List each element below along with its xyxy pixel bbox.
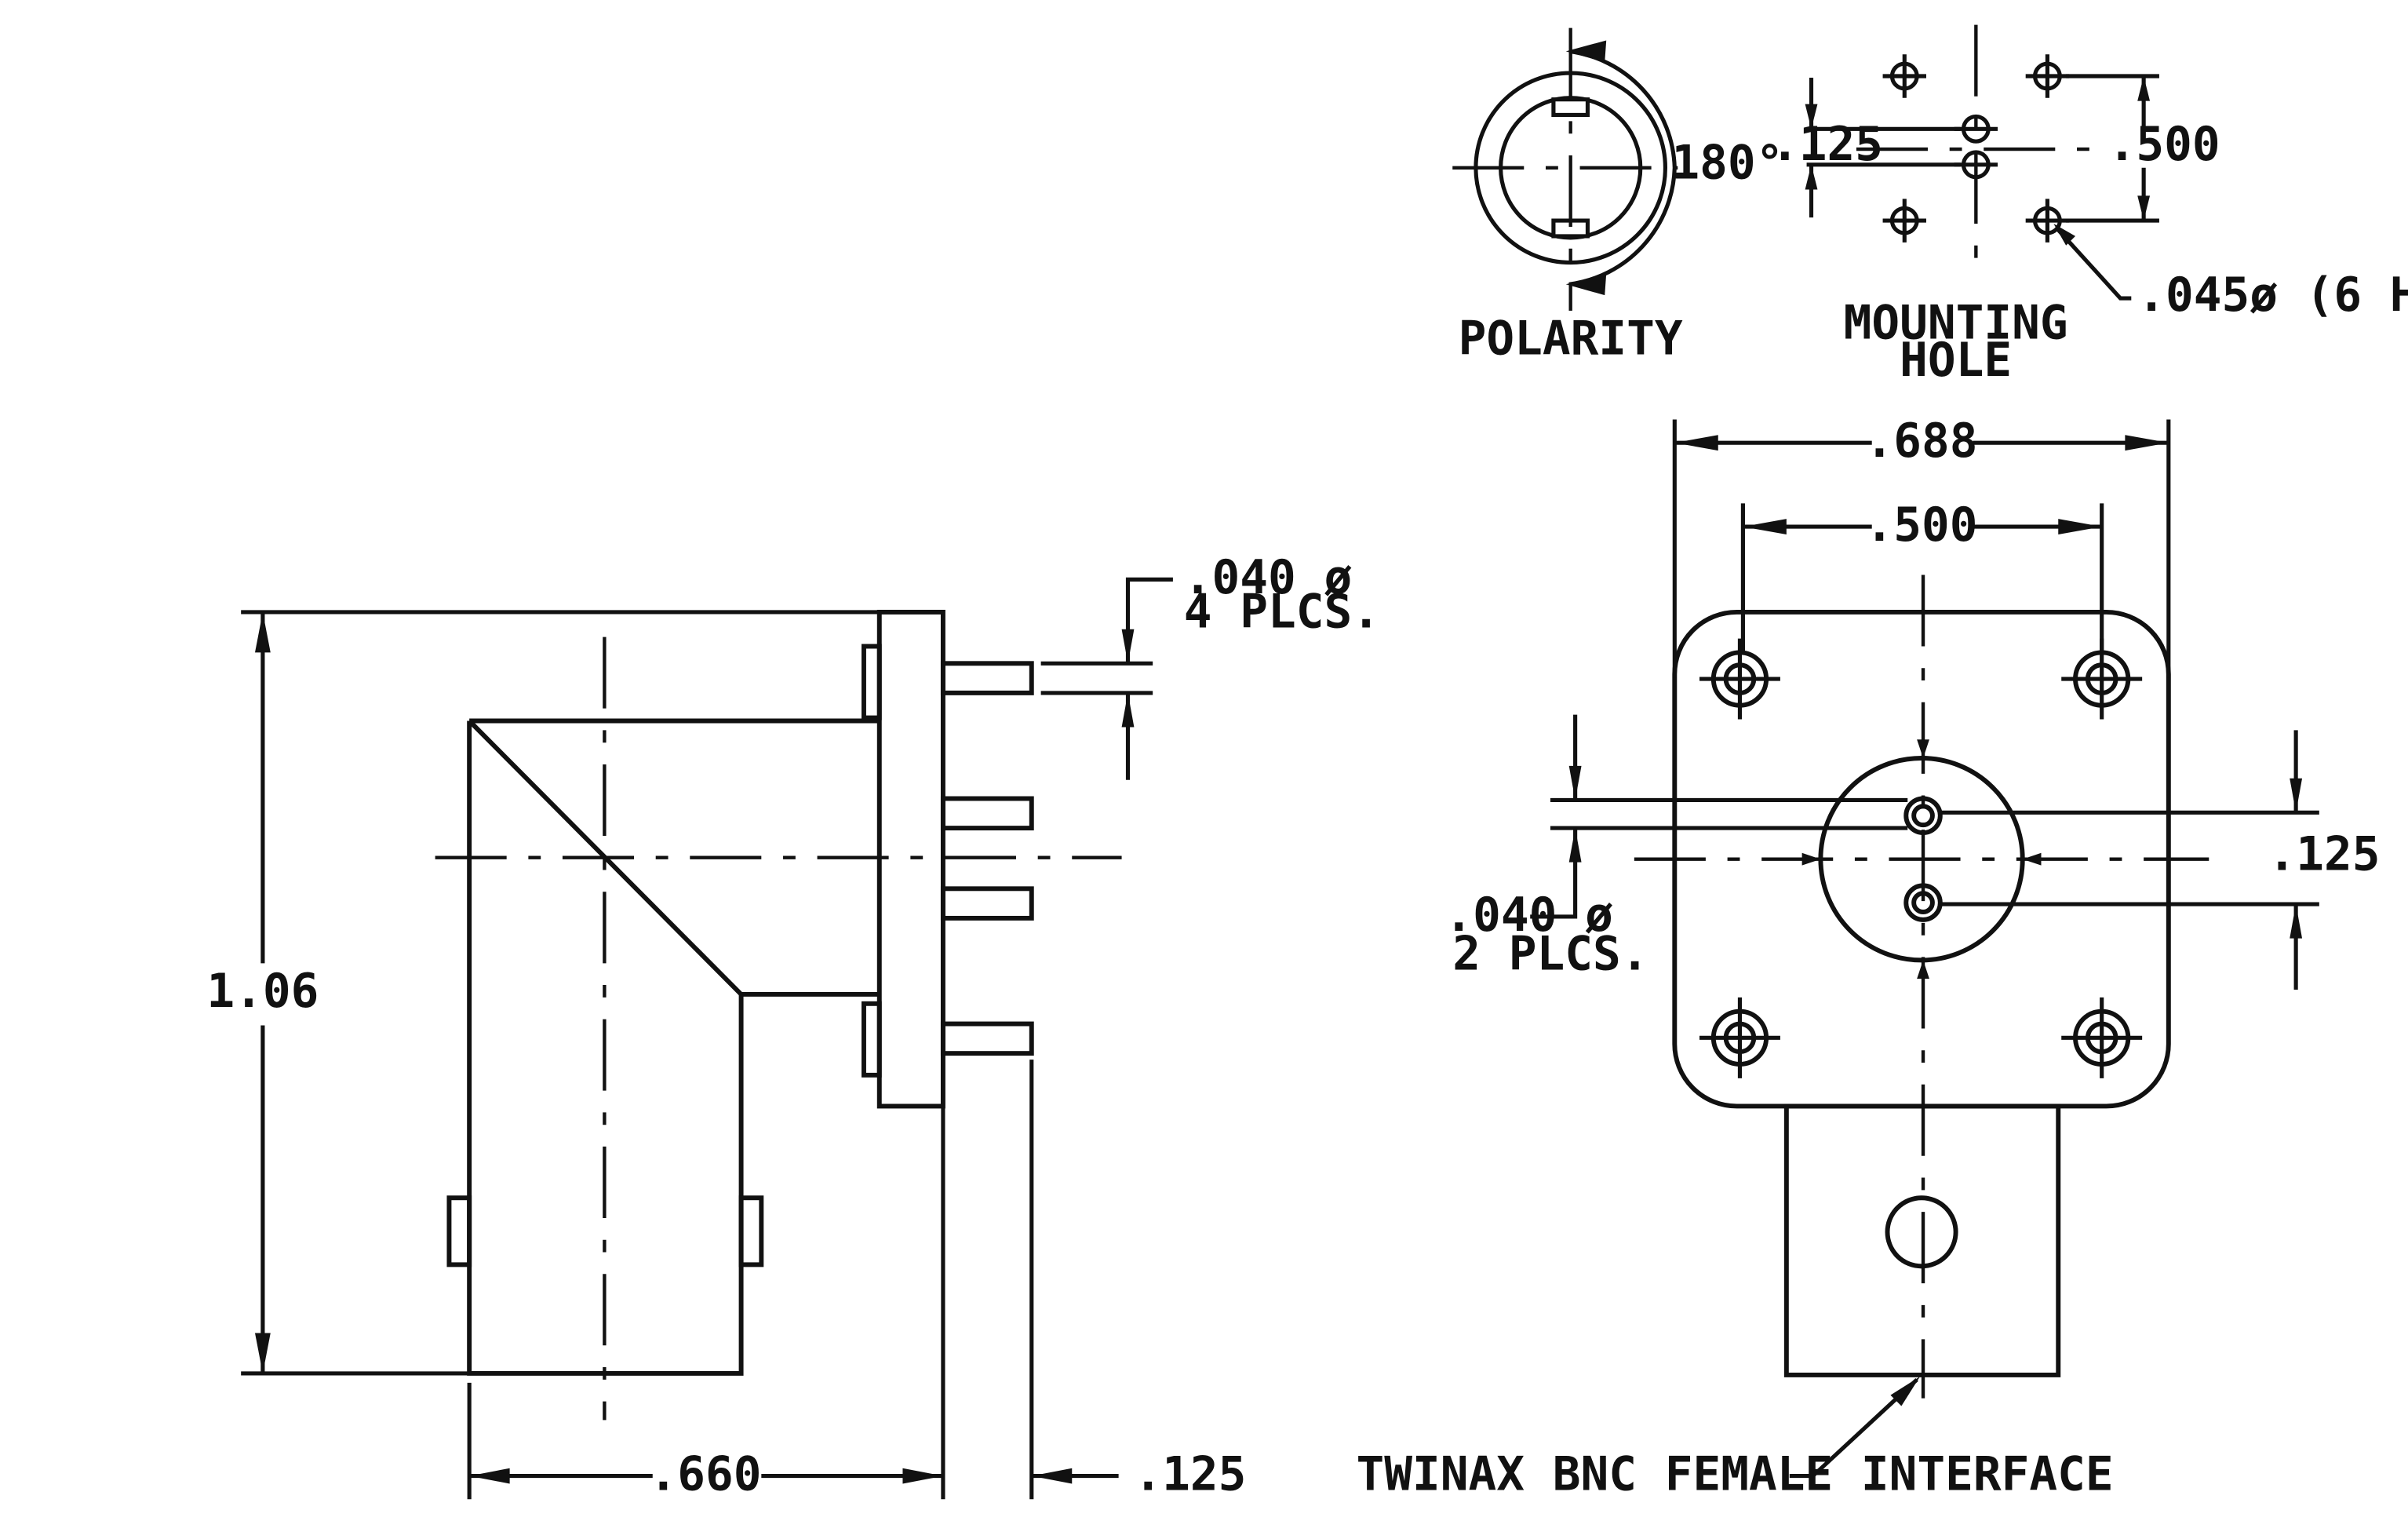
mounting-holes bbox=[1882, 54, 2070, 243]
dim-depth: .660 bbox=[650, 1447, 762, 1501]
arrowhead bbox=[2125, 435, 2169, 451]
hole-leader bbox=[2056, 228, 2132, 301]
dim-hole-spacing-front: .500 bbox=[1866, 498, 1978, 553]
front-mounting-hole bbox=[2061, 997, 2143, 1078]
polarity-angle: 180° bbox=[1671, 137, 1783, 191]
front-pin-note-2: 2 PLCS. bbox=[1452, 927, 1648, 981]
hole-note: .045ø (6 HOLES) bbox=[2137, 268, 2408, 323]
arrowhead bbox=[1121, 629, 1135, 664]
front-view: .688 .500 .040 ø 2 PLCS. .125 TWINAX BNC… bbox=[1356, 414, 2380, 1501]
pin-hole bbox=[1954, 114, 1998, 144]
side-pin-note-1: .040 ø bbox=[1184, 551, 1352, 605]
arrowhead bbox=[1568, 828, 1582, 863]
polarity-key-bottom bbox=[1551, 218, 1590, 239]
dim-width: .688 bbox=[1866, 414, 1978, 469]
interface-leader bbox=[1789, 1377, 1918, 1479]
side-pin bbox=[940, 661, 1034, 695]
arrowhead bbox=[254, 611, 271, 653]
arrowhead bbox=[1568, 765, 1582, 801]
side-lug bbox=[446, 1195, 472, 1268]
side-pin bbox=[940, 796, 1034, 831]
mounting-hole bbox=[1882, 54, 1927, 98]
side-flange-tab bbox=[862, 1001, 882, 1078]
rotation-arrow-top bbox=[1565, 40, 1607, 63]
arrowhead bbox=[254, 1333, 271, 1373]
arrowhead bbox=[1917, 960, 1929, 979]
side-flange-tab bbox=[862, 644, 882, 720]
rotation-arrow-bottom bbox=[1565, 273, 1607, 296]
side-pin bbox=[940, 886, 1034, 921]
front-mounting-holes bbox=[1699, 638, 2143, 1078]
arrowhead bbox=[2053, 224, 2076, 246]
side-lug bbox=[738, 1195, 764, 1268]
front-mounting-hole bbox=[1699, 997, 1780, 1078]
side-body-outline bbox=[467, 718, 880, 1376]
arrowhead bbox=[1674, 435, 1718, 451]
arrowhead bbox=[1890, 1376, 1921, 1406]
polarity-key-top bbox=[1551, 97, 1590, 118]
arrowhead bbox=[2058, 519, 2102, 534]
arrowhead bbox=[469, 1468, 510, 1484]
mounting-hole bbox=[2025, 54, 2070, 98]
mounting-label-2: HOLE bbox=[1900, 334, 2012, 388]
polarity-view: 180° POLARITY bbox=[1452, 27, 1783, 366]
mounting-hole bbox=[2025, 199, 2070, 243]
arrowhead bbox=[1805, 104, 1818, 129]
arrowhead bbox=[1121, 692, 1135, 728]
dim-pin-length: .125 bbox=[1134, 1447, 1246, 1501]
polarity-label: POLARITY bbox=[1459, 312, 1683, 366]
front-mounting-hole bbox=[1699, 638, 1780, 720]
arrowhead bbox=[2137, 195, 2151, 221]
arrowhead bbox=[1917, 739, 1929, 759]
arrowhead bbox=[902, 1468, 943, 1484]
dim-height: 1.06 bbox=[206, 965, 319, 1019]
arrowhead bbox=[2022, 852, 2042, 866]
interface-note: TWINAX BNC FEMALE INTERFACE bbox=[1356, 1447, 2113, 1501]
dim-pin-spacing: .125 bbox=[1771, 118, 1883, 172]
front-pin-note-1: .040 ø bbox=[1444, 888, 1612, 943]
dim-line bbox=[1125, 577, 1173, 664]
mounting-hole bbox=[1882, 199, 1927, 243]
arrowhead bbox=[1805, 164, 1818, 190]
side-pin bbox=[940, 1021, 1034, 1056]
arrowhead bbox=[2137, 75, 2151, 101]
arrowhead bbox=[1743, 519, 1787, 534]
mounting-hole-view: .125 .500 .045ø (6 HOLES) MOUNTING HOLE bbox=[1771, 24, 2408, 388]
side-view: 1.06 .660 .125 .040 ø 4 PLCS. bbox=[206, 551, 1380, 1501]
arrowhead bbox=[2290, 778, 2303, 813]
dim-pin-spacing-front: .125 bbox=[2268, 828, 2381, 882]
side-pin-note-2: 4 PLCS. bbox=[1184, 585, 1380, 640]
arrowhead bbox=[1801, 852, 1821, 866]
pin-hole bbox=[1954, 150, 1998, 180]
dim-hole-spacing: .500 bbox=[2108, 118, 2220, 172]
arrowhead bbox=[2290, 904, 2303, 939]
arrowhead bbox=[1031, 1468, 1073, 1484]
mounting-label-1: MOUNTING bbox=[1844, 297, 2068, 351]
